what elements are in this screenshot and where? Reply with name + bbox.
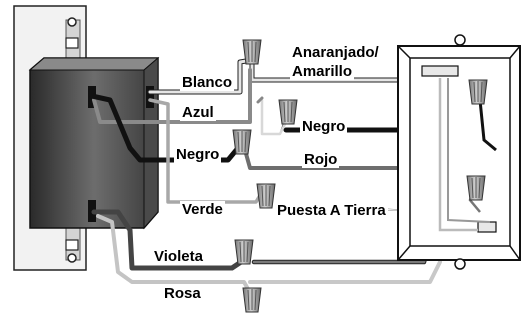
wire-violeta — [91, 209, 247, 271]
wire-verde — [148, 98, 264, 204]
wire-nut-icon — [232, 129, 252, 155]
mounting-screw-icon — [454, 258, 466, 270]
label-negro-right: Negro — [300, 118, 348, 135]
label-rosa: Rosa — [162, 285, 203, 302]
wire-nut-icon — [468, 79, 488, 105]
wire-negro-left — [89, 93, 241, 163]
label-negro-left: Negro — [174, 146, 222, 163]
wire-nut-icon — [242, 39, 262, 65]
junction-box — [397, 34, 521, 270]
wire-nut-icon — [466, 175, 486, 201]
wire-nut-icon — [256, 183, 276, 209]
ground-terminal — [477, 221, 497, 233]
label-violeta: Violeta — [152, 248, 205, 265]
wire-nut-icon — [278, 99, 298, 125]
dimmer-switch — [28, 56, 160, 230]
plate-screw-icon — [67, 253, 77, 263]
wire-nut-icon — [234, 239, 254, 265]
label-blanco: Blanco — [180, 74, 235, 91]
label-anaranjado: Anaranjado/ — [290, 44, 381, 61]
label-amarillo: Amarillo — [290, 63, 355, 80]
fixture-terminal — [421, 65, 459, 77]
label-rojo: Rojo — [302, 151, 340, 168]
label-verde: Verde — [180, 201, 225, 218]
mounting-screw-icon — [454, 34, 466, 46]
wire-azul — [92, 68, 252, 124]
wire-nut-icon — [242, 287, 262, 313]
plate-screw-icon — [67, 17, 77, 27]
label-azul: Azul — [180, 104, 216, 121]
wire-rosa — [96, 214, 254, 298]
label-puesta: Puesta A Tierra — [275, 202, 388, 219]
